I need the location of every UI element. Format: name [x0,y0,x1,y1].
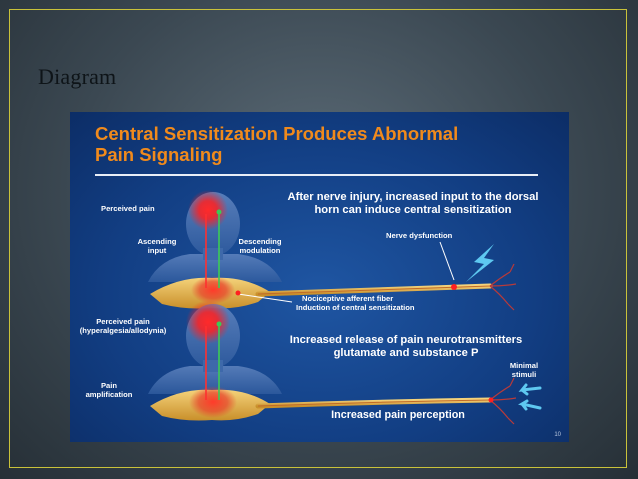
bottom-neck [203,360,223,372]
label-minimal-stimuli: Minimal stimuli [502,361,546,379]
label-perceived-pain-bottom: Perceived pain (hyperalgesia/allodynia) [70,317,180,335]
nerve-dysfunction-marker [451,284,457,290]
lightning-bolt-icon [466,244,494,282]
bottom-brain-pain-glow [186,300,230,344]
bottom-body-silhouette [148,366,282,394]
label-increased-pain-perception: Increased pain perception [331,409,465,421]
panel-title: Central Sensitization Produces Abnormal … [95,123,555,165]
statement-top-line2: horn can induce central sensitization [314,204,512,216]
label-afferent-line2: Induction of central sensitization [296,303,415,312]
statement-top: After nerve injury, increased input to t… [268,191,558,217]
top-descending-node [216,209,222,215]
label-descending-line1: Descending [238,237,282,246]
top-brain-pain-glow [188,190,228,230]
label-amplification-line2: amplification [85,390,133,399]
label-descending-line2: modulation [239,246,281,255]
label-perceived-pain-bottom-line2: (hyperalgesia/allodynia) [79,326,167,335]
label-descending-modulation: Descending modulation [230,237,290,255]
top-neck [203,248,223,260]
label-afferent-line1: Nociceptive afferent fiber [302,294,394,303]
bottom-dorsal-horn-glow [189,386,237,418]
label-perceived-pain-bottom-line1: Perceived pain [96,317,150,326]
label-ascending-input: Ascending input [131,237,183,255]
top-dorsal-horn-glow [191,276,235,304]
label-ascending-line2: input [147,246,167,255]
stimulus-arrow-upper [518,383,542,396]
afferent-pointer [237,293,293,303]
label-minimal-line2: stimuli [511,370,537,379]
bottom-figure [148,300,542,425]
statement-bottom-line2: glutamate and substance P [333,347,479,359]
slide-frame [9,9,627,468]
pain-pathway-illustration [148,190,542,425]
top-spine-dot [235,290,241,296]
slide-title: Diagram [38,64,117,89]
page-number: 10 [554,432,561,438]
label-amplification-line1: Pain [100,381,118,390]
panel-title-line1: Central Sensitization Produces Abnormal [95,123,459,144]
nerve-dysfunction-pointer [439,241,455,281]
title-rule [95,174,538,176]
label-minimal-line1: Minimal [509,361,539,370]
label-ascending-line1: Ascending [137,237,177,246]
label-perceived-pain-top: Perceived pain [101,204,155,213]
bottom-descending-node [216,321,222,327]
bottom-nerve-ending-dot [488,397,494,403]
top-body-silhouette [148,254,282,282]
top-figure [148,190,517,311]
label-pain-amplification: Pain amplification [78,381,140,399]
label-nerve-dysfunction: Nerve dysfunction [386,231,453,240]
bottom-nerve-fiber-core [257,399,491,407]
top-nerve-fiber-core [257,285,491,295]
bottom-nerve-endings [489,377,517,425]
panel-title-line2: Pain Signaling [95,144,223,165]
top-nerve-endings [489,263,517,311]
statement-bottom-line1: Increased release of pain neurotransmitt… [289,334,523,346]
statement-bottom: Increased release of pain neurotransmitt… [268,334,544,360]
diagram-panel: Central Sensitization Produces Abnormal … [70,112,569,442]
label-afferent-fiber: Nociceptive afferent fiber Induction of … [296,294,415,312]
stimulus-arrow-lower [518,399,542,411]
statement-top-line1: After nerve injury, increased input to t… [287,191,539,203]
